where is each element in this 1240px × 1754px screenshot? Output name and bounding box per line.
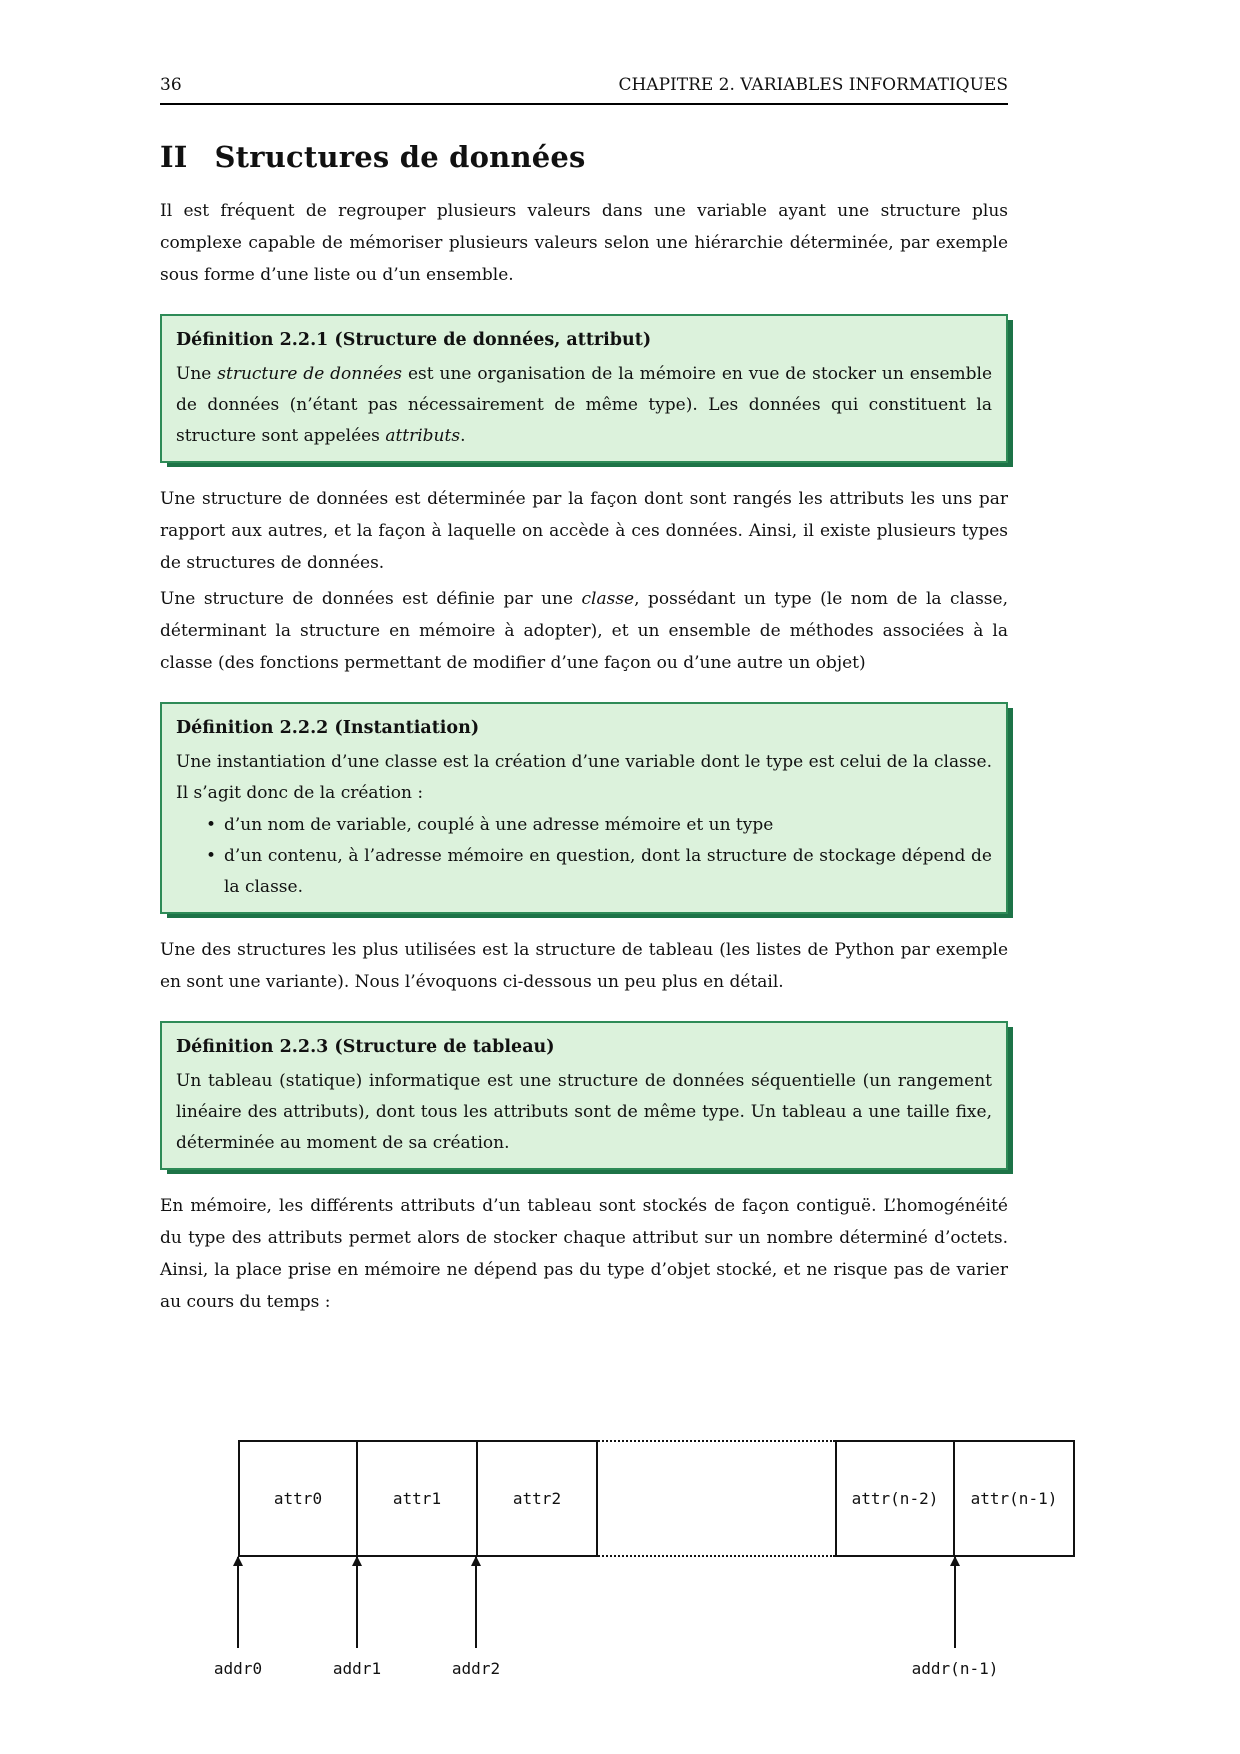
array-cell-attr2: attr2 xyxy=(478,1440,598,1557)
array-cell-attr-n-2: attr(n-2) xyxy=(835,1440,955,1557)
array-cell-attr1: attr1 xyxy=(358,1440,478,1557)
running-header: 36 CHAPITRE 2. VARIABLES INFORMATIQUES xyxy=(160,74,1008,96)
ellipsis-dotted-line-top xyxy=(595,1440,835,1442)
paragraph-classe: Une structure de données est définie par… xyxy=(160,589,1008,673)
address-arrow-icon xyxy=(233,1556,243,1648)
header-rule xyxy=(160,103,1008,105)
address-label-addr-n-1: addr(n-1) xyxy=(911,1659,999,1678)
definition-box-instantiation: Définition 2.2.2 (Instantiation) Une ins… xyxy=(160,702,1008,914)
array-cells-left-group: attr0 attr1 attr2 xyxy=(238,1440,598,1557)
definition-body: Un tableau (statique) informatique est u… xyxy=(176,1071,992,1153)
bullet-item: d’un contenu, à l’adresse mémoire en que… xyxy=(176,841,992,903)
paragraph-memoire-contigue: En mémoire, les différents attributs d’u… xyxy=(160,1196,1008,1312)
array-cell-attr-n-1: attr(n-1) xyxy=(955,1440,1075,1557)
address-arrow-icon xyxy=(352,1556,362,1648)
definition-title: Définition 2.2.2 (Instantiation) xyxy=(176,718,480,738)
chapter-header: CHAPITRE 2. VARIABLES INFORMATIQUES xyxy=(618,75,1008,95)
array-memory-diagram: attr0 attr1 attr2 attr(n-2) attr(n-1) ad… xyxy=(214,1440,1078,1692)
address-arrow-icon xyxy=(471,1556,481,1648)
array-cell-attr0: attr0 xyxy=(238,1440,358,1557)
section-heading: II Structures de données xyxy=(160,139,1008,175)
section-number: II xyxy=(160,140,188,174)
address-label-addr0: addr0 xyxy=(213,1659,263,1678)
intro-paragraph: Il est fréquent de regrouper plusieurs v… xyxy=(160,201,1008,285)
section-title: Structures de données xyxy=(214,140,586,174)
paragraph-tableau-intro: Une des structures les plus utilisées es… xyxy=(160,940,1008,992)
bullet-item: d’un nom de variable, couplé à une adres… xyxy=(176,810,992,841)
definition-bullet-list: d’un nom de variable, couplé à une adres… xyxy=(176,810,992,903)
definition-box-structure-attribut: Définition 2.2.1 (Structure de données, … xyxy=(160,314,1008,463)
definition-title: Définition 2.2.3 (Structure de tableau) xyxy=(176,1037,555,1057)
paragraph-structure-determinee: Une structure de données est déterminée … xyxy=(160,489,1008,573)
address-arrow-icon xyxy=(950,1556,960,1648)
page-number: 36 xyxy=(160,75,182,95)
definition-title: Définition 2.2.1 (Structure de données, … xyxy=(176,330,652,350)
address-label-addr1: addr1 xyxy=(332,1659,382,1678)
address-label-addr2: addr2 xyxy=(451,1659,501,1678)
definition-body: Une instantiation d’une classe est la cr… xyxy=(176,752,992,803)
ellipsis-dotted-line-bottom xyxy=(595,1555,835,1557)
definition-box-structure-tableau: Définition 2.2.3 (Structure de tableau) … xyxy=(160,1021,1008,1170)
definition-body: Une structure de données est une organis… xyxy=(176,364,992,446)
array-cells-right-group: attr(n-2) attr(n-1) xyxy=(835,1440,1075,1557)
